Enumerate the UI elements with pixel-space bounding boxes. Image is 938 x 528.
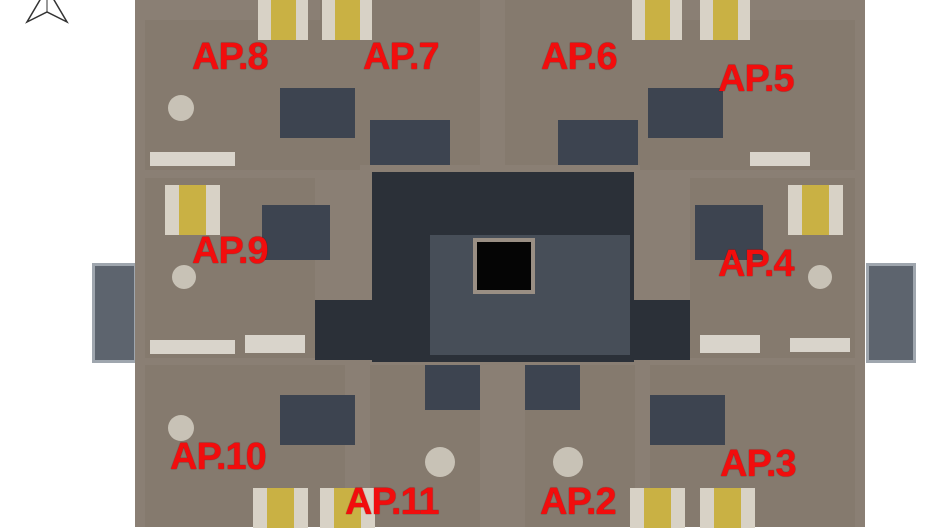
bathroom (280, 395, 355, 445)
bathroom (262, 205, 330, 260)
sofa (150, 152, 235, 166)
apartment-area-10 (145, 365, 345, 527)
bathroom (525, 365, 580, 410)
apartment-label-5: AP.5 (718, 58, 795, 100)
bed (700, 0, 750, 40)
bed (632, 0, 682, 40)
bathroom (280, 88, 355, 138)
north-arrow-icon (25, 0, 69, 24)
balcony-west (92, 263, 137, 363)
dining-table (808, 265, 832, 289)
dining-table (172, 265, 196, 289)
bathroom (370, 120, 450, 165)
bathroom (558, 120, 638, 165)
dining-table (168, 95, 194, 121)
apartment-label-11: AP.11 (345, 481, 440, 523)
bed (165, 185, 220, 235)
bed (788, 185, 843, 235)
apartment-label-10: AP.10 (170, 436, 267, 478)
bed (258, 0, 308, 40)
elevator-shaft (473, 238, 535, 294)
apartment-label-4: AP.4 (718, 243, 795, 285)
bed (700, 488, 755, 528)
apartment-label-7: AP.7 (363, 36, 440, 78)
bed (630, 488, 685, 528)
apartment-label-6: AP.6 (541, 36, 618, 78)
dining-table (425, 447, 455, 477)
apartment-label-9: AP.9 (192, 230, 269, 272)
apartment-label-2: AP.2 (540, 481, 617, 523)
bed (320, 488, 375, 528)
dining-table (553, 447, 583, 477)
dining-table (168, 415, 194, 441)
bed (253, 488, 308, 528)
balcony-east (866, 263, 916, 363)
bathroom (648, 88, 723, 138)
apartment-label-8: AP.8 (192, 36, 269, 78)
bed (322, 0, 372, 40)
bathroom (425, 365, 480, 410)
bathroom (695, 205, 763, 260)
apartment-label-3: AP.3 (720, 443, 797, 485)
bathroom (650, 395, 725, 445)
sofa (245, 335, 305, 353)
sofa (700, 335, 760, 353)
sofa (750, 152, 810, 166)
sofa (150, 340, 235, 354)
sofa (790, 338, 850, 352)
